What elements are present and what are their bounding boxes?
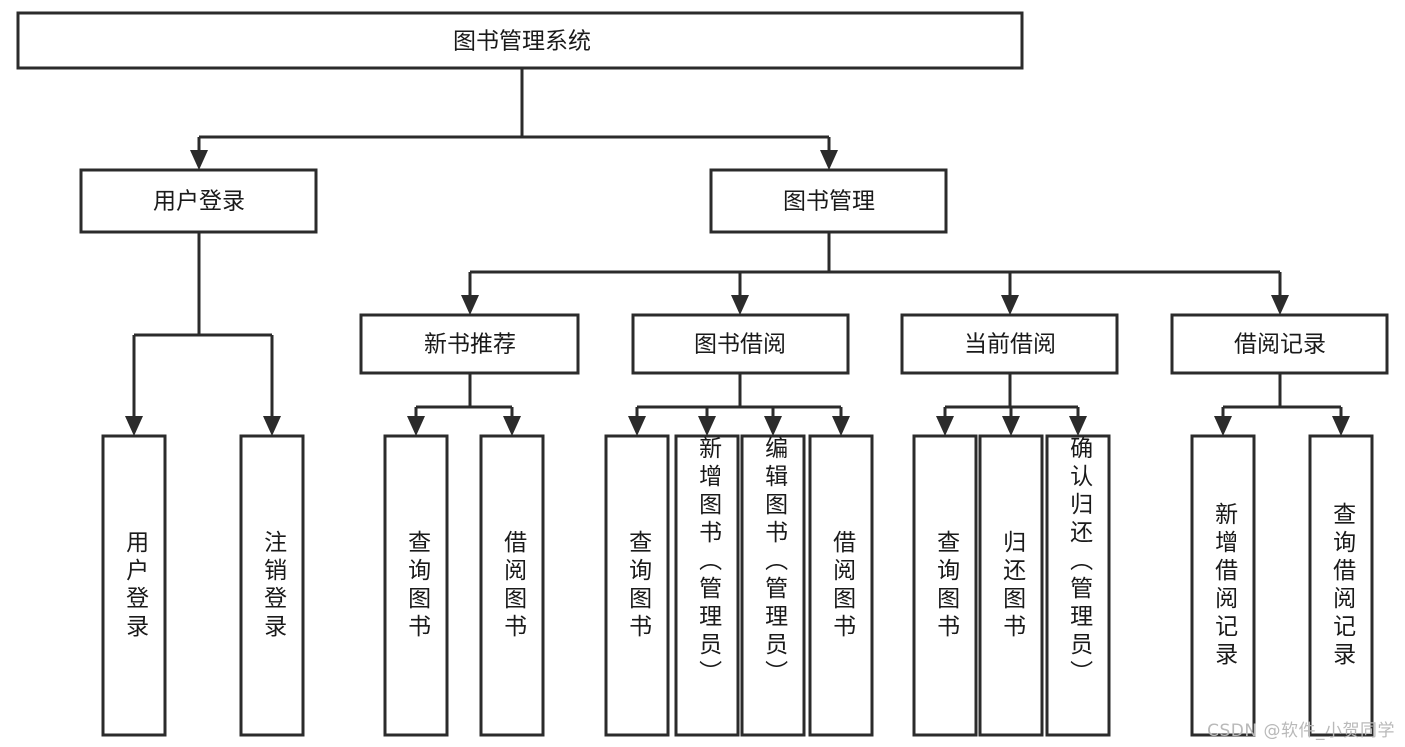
node-current-borrow-label: 当前借阅: [964, 332, 1056, 358]
node-root-label: 图书管理系统: [453, 29, 591, 55]
leaf-box-confirm-return[interactable]: [1045, 434, 1111, 737]
leaf-box-user-login[interactable]: [101, 434, 167, 737]
csdn-watermark: CSDN @软件_小贺同学: [1207, 721, 1395, 741]
arrow-head-user-login: [190, 150, 208, 170]
leaf-box-borrow-book-2[interactable]: [808, 434, 874, 737]
arrow-head-leaf-query-record: [1332, 416, 1350, 436]
node-book-manage-label: 图书管理: [783, 189, 875, 215]
leaf-box-logout[interactable]: [239, 434, 305, 737]
arrow-head-leaf-add-record: [1214, 416, 1232, 436]
arrow-head-leaf-return-book: [1002, 416, 1020, 436]
node-new-book-recommend[interactable]: 新书推荐: [359, 313, 580, 375]
node-borrow-record-label: 借阅记录: [1234, 332, 1326, 358]
node-borrow-record[interactable]: 借阅记录: [1170, 313, 1389, 375]
connector-group-root: [190, 68, 838, 170]
arrow-head-leaf-edit-book: [764, 416, 782, 436]
arrow-head-leaf-logout: [263, 416, 281, 436]
arrow-head-borrow-book: [731, 295, 749, 315]
node-book-manage-box[interactable]: [709, 168, 948, 234]
leaf-box-borrow-book-1[interactable]: [479, 434, 545, 737]
arrow-head-leaf-add-book: [698, 416, 716, 436]
node-book-borrow[interactable]: 图书借阅: [631, 313, 850, 375]
arrow-head-current-borrow: [1001, 295, 1019, 315]
node-root-box[interactable]: [16, 11, 1024, 70]
node-user-login-label: 用户登录: [153, 189, 245, 215]
connector-group-current-borrow: [936, 373, 1087, 436]
arrow-head-leaf-borrow-book-2: [832, 416, 850, 436]
leaf-box-query-book-3[interactable]: [912, 434, 978, 737]
node-new-book-recommend-label: 新书推荐: [424, 332, 516, 358]
node-borrow-record-box[interactable]: [1170, 313, 1389, 375]
connector-group-borrow-record: [1214, 373, 1350, 436]
leaf-box-query-record[interactable]: [1308, 434, 1374, 737]
arrow-head-leaf-query-book-1: [407, 416, 425, 436]
node-book-borrow-label: 图书借阅: [694, 332, 786, 358]
arrow-head-leaf-user-login: [125, 416, 143, 436]
node-new-book-recommend-box[interactable]: [359, 313, 580, 375]
leaf-box-add-book[interactable]: [674, 434, 740, 737]
node-current-borrow[interactable]: 当前借阅: [900, 313, 1119, 375]
leaf-box-add-record[interactable]: [1190, 434, 1256, 737]
node-user-login[interactable]: 用户登录: [79, 168, 318, 234]
leaf-box-return-book[interactable]: [978, 434, 1044, 737]
node-current-borrow-box[interactable]: [900, 313, 1119, 375]
arrow-head-leaf-query-book-3: [936, 416, 954, 436]
arrow-head-borrow-record: [1271, 295, 1289, 315]
arrow-head-leaf-query-book-2: [628, 416, 646, 436]
connector-group-borrow-book: [628, 373, 850, 436]
node-user-login-box[interactable]: [79, 168, 318, 234]
leaf-box-edit-book[interactable]: [740, 434, 806, 737]
connector-group-new-book: [407, 373, 521, 436]
node-book-borrow-box[interactable]: [631, 313, 850, 375]
leaf-node-group: [101, 434, 1374, 737]
arrow-head-book-manage: [820, 150, 838, 170]
leaf-box-query-book-2[interactable]: [604, 434, 670, 737]
leaf-box-query-book-1[interactable]: [383, 434, 449, 737]
node-root[interactable]: 图书管理系统: [16, 11, 1024, 70]
connector-group-book-manage: [461, 232, 1289, 315]
arrow-head-new-book: [461, 295, 479, 315]
node-book-manage[interactable]: 图书管理: [709, 168, 948, 234]
arrow-head-leaf-confirm-return: [1069, 416, 1087, 436]
connector-group-user-login: [125, 232, 281, 436]
arrow-head-leaf-borrow-book-1: [503, 416, 521, 436]
